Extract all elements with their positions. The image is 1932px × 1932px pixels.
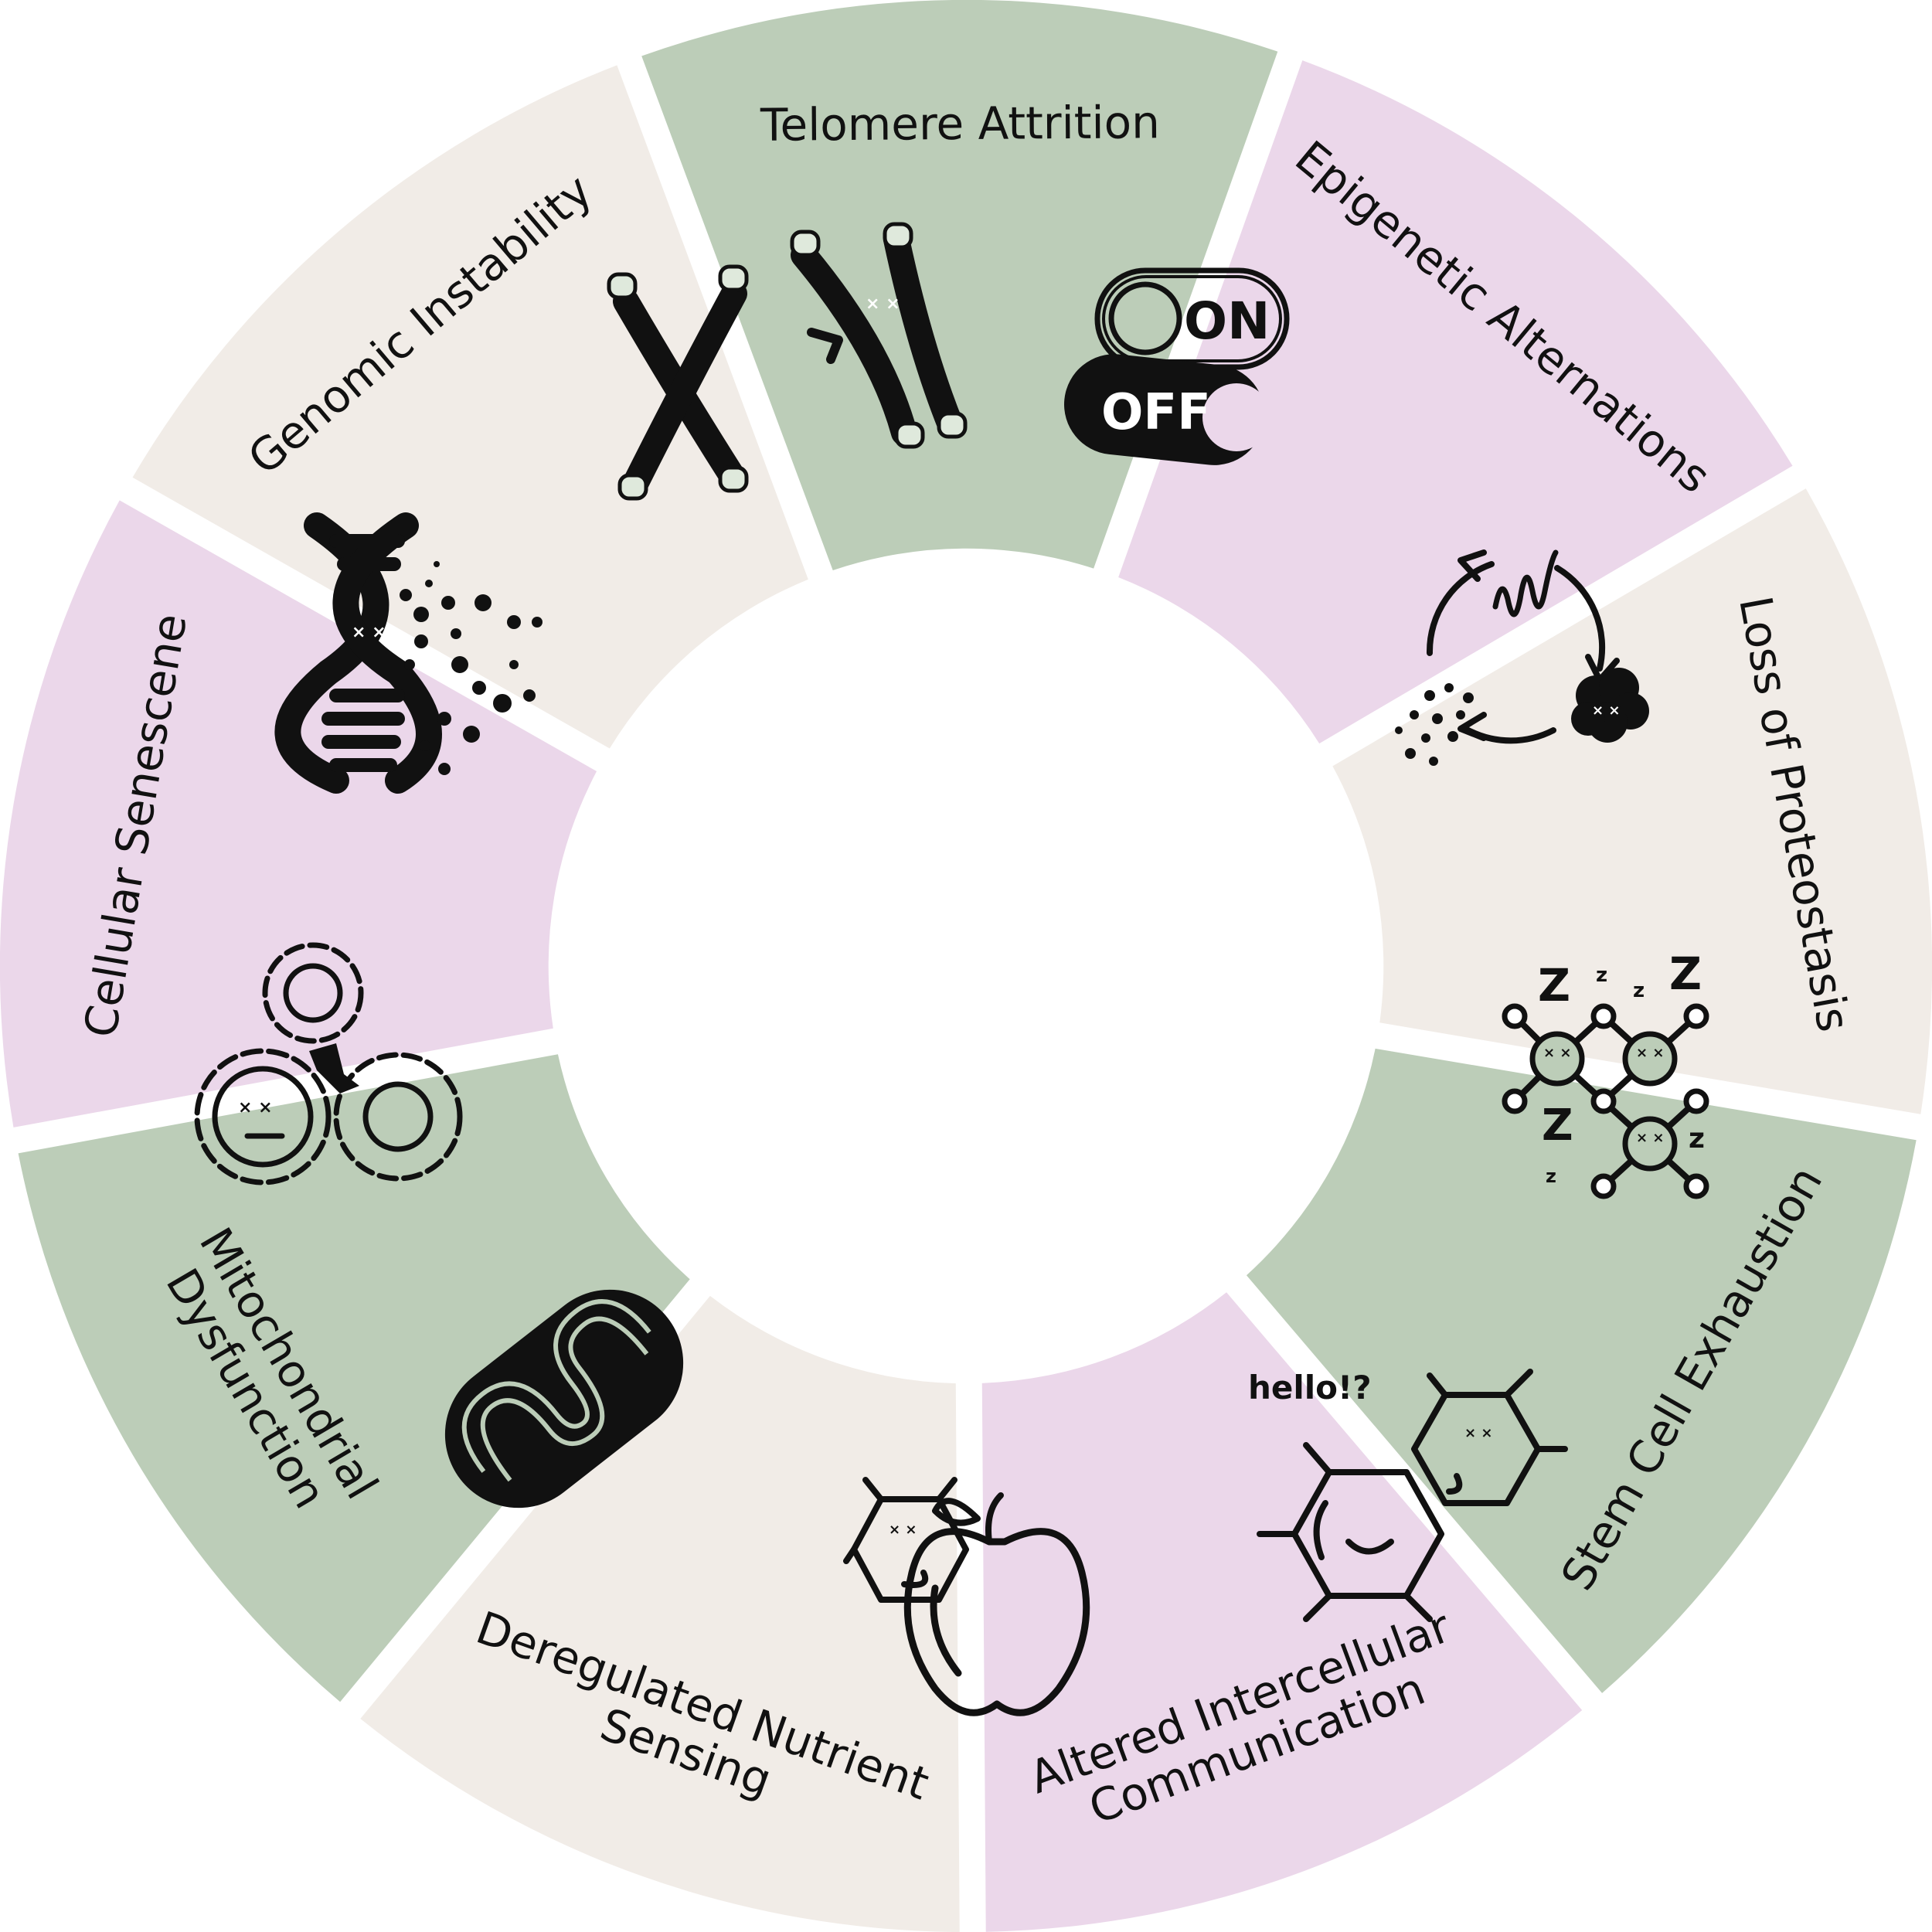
sleep-z-3: z	[1633, 979, 1645, 1002]
segment-genomic	[132, 65, 808, 749]
talking-cells-icon: hello!? × ×	[1248, 1369, 1568, 1622]
segment-epigenetic	[1118, 60, 1793, 744]
sleep-z-4: Z	[1669, 947, 1702, 1000]
broken-gears-icon: × ×	[194, 942, 463, 1185]
svg-text:× ×: × ×	[1636, 1045, 1664, 1061]
svg-text:× ×: × ×	[889, 1522, 917, 1538]
segment-intercellular	[981, 1292, 1583, 1932]
svg-text:× ×: × ×	[1592, 702, 1620, 719]
label-telomere: Telomere Attrition	[760, 96, 1160, 151]
protein-cycle-icon: × ×	[1395, 549, 1649, 766]
chromosome-icon: × ×	[607, 222, 968, 501]
segment-senescence	[0, 500, 597, 1128]
segment-mito	[18, 1054, 690, 1702]
wheel-icons: × × ON OFF × ×	[194, 222, 1709, 1716]
segment-nutrient	[360, 1295, 960, 1932]
segment-stemcell	[1246, 1048, 1917, 1693]
svg-text:× ×: × ×	[238, 1098, 273, 1117]
toggle-off-label: OFF	[1101, 384, 1211, 441]
sleep-z-1: Z	[1538, 959, 1570, 1012]
dna-helix-icon: × ×	[274, 512, 543, 794]
speech-text: hello!?	[1248, 1369, 1372, 1406]
svg-text:× ×: × ×	[866, 294, 900, 314]
sleep-z-2: z	[1596, 964, 1607, 987]
svg-text:× ×: × ×	[1543, 1045, 1571, 1061]
svg-text:× ×: × ×	[352, 623, 386, 642]
on-off-toggle-icon: ON OFF	[1064, 267, 1290, 465]
label-line: Telomere Attrition	[760, 96, 1160, 151]
segment-proteostasis	[1332, 488, 1932, 1114]
sleeping-cells-icon: × × × × × × Z z z Z Z z z	[1502, 947, 1709, 1199]
svg-text:× ×: × ×	[1636, 1130, 1664, 1146]
svg-text:× ×: × ×	[1464, 1425, 1492, 1441]
toggle-on-label: ON	[1184, 291, 1270, 351]
sleep-z-7: z	[1689, 1123, 1705, 1155]
apple-cell-icon: × ×	[843, 1477, 1090, 1716]
sleep-z-5: Z	[1542, 1100, 1573, 1151]
mitochondrion-icon	[444, 1289, 684, 1509]
sleep-z-6: z	[1546, 1165, 1556, 1187]
